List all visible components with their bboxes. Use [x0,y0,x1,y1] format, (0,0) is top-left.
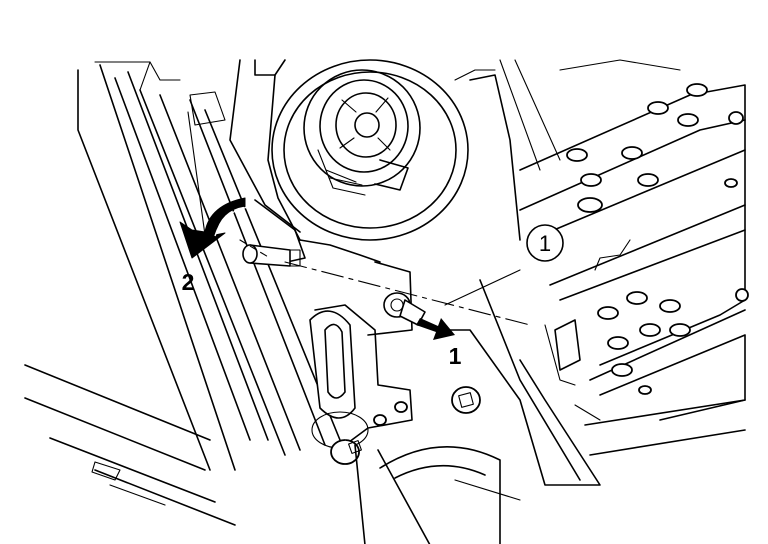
lower-rail [24,364,236,526]
step-label-2: 2 [182,269,195,295]
rotation-arrow-2 [179,197,249,259]
callout-label: 1 [539,231,551,256]
step-label-1: 1 [449,343,462,369]
direction-arrow-1 [416,318,455,340]
removed-pin [239,239,301,267]
seat-frame-panel [499,59,749,421]
connector-bolt [383,292,426,326]
mounting-bracket [254,74,601,544]
callout-1: 1 [444,224,564,306]
center-line [284,261,531,326]
floor-rail [574,399,746,456]
recliner-motor [229,59,496,241]
